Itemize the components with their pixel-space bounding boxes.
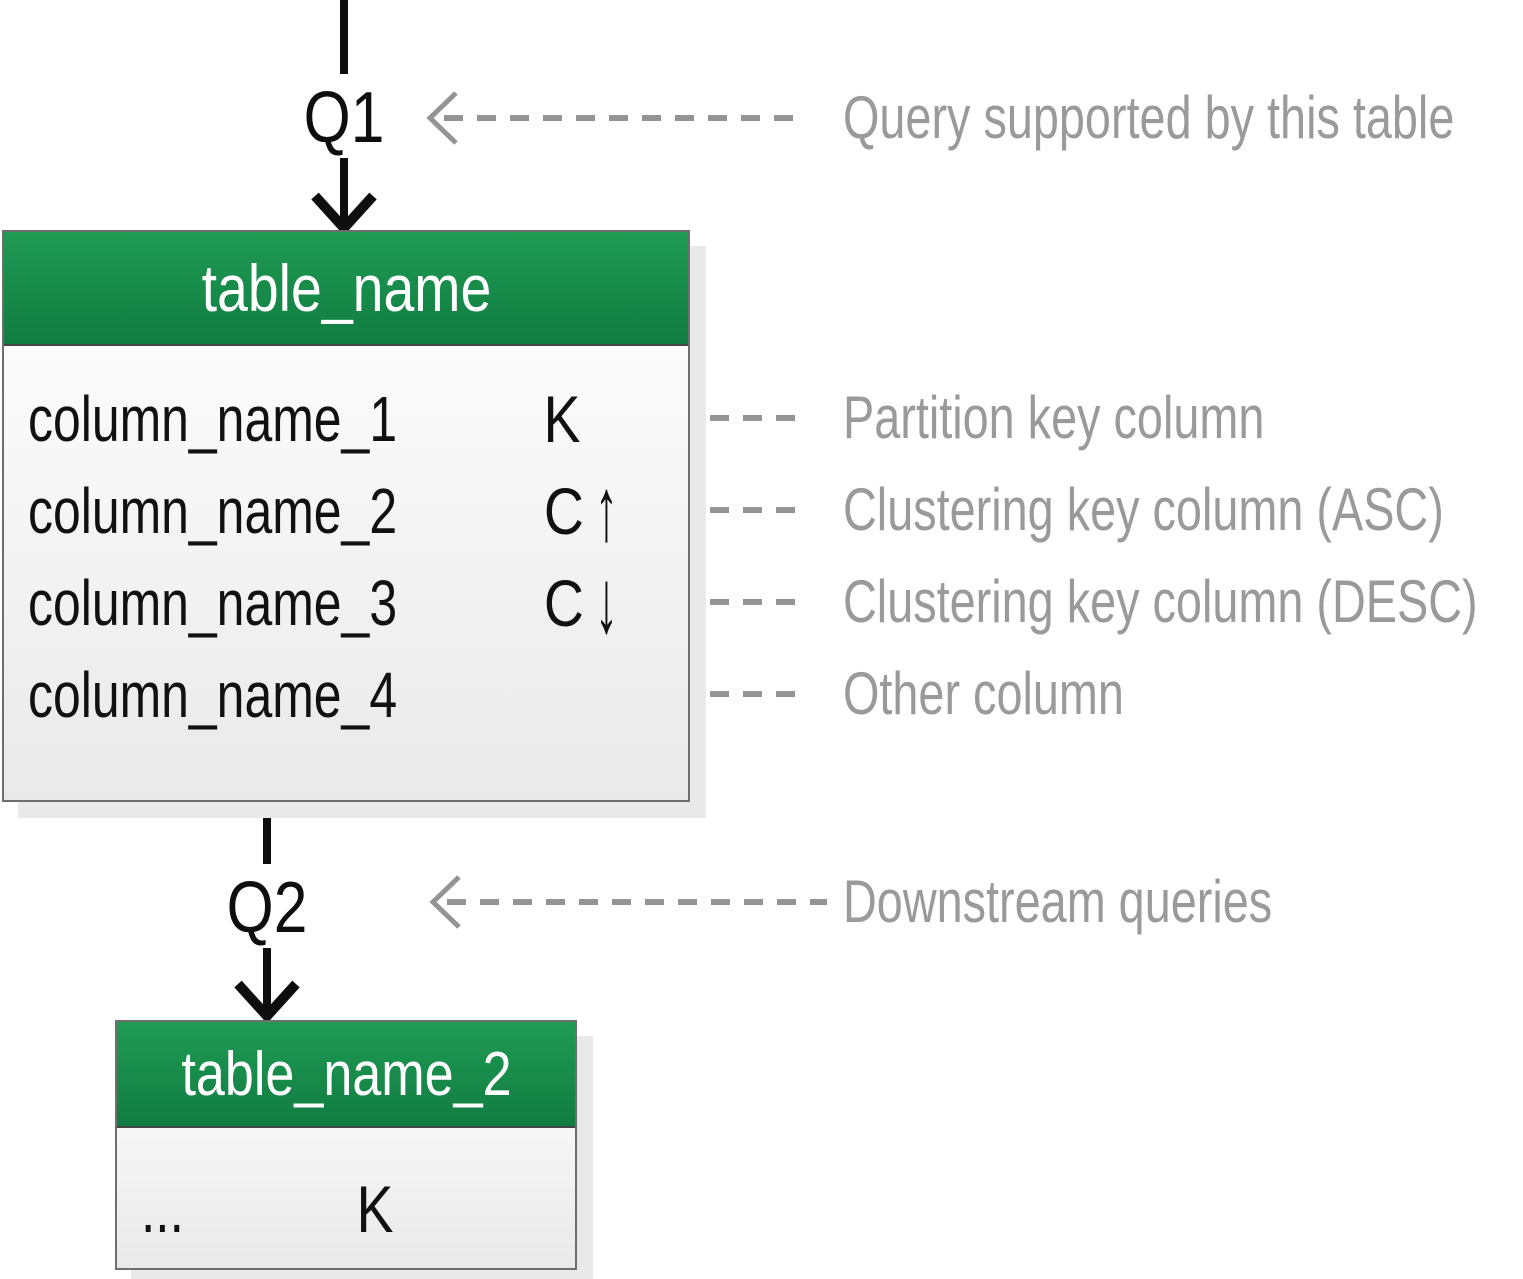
column-name: column_name_4	[28, 659, 398, 731]
column-name: column_name_1	[28, 383, 398, 455]
query-q2-label: Q2	[226, 868, 308, 948]
table-box-table-name-2: table_name_2 ... K	[115, 1020, 577, 1270]
table-name-2-title: table_name_2	[180, 1039, 512, 1109]
table-row: column_name_3 C ↓	[28, 550, 674, 652]
annotation-other-column: Other column	[843, 660, 1124, 727]
query-q1-label: Q1	[303, 78, 385, 158]
ellipsis-columns: ...	[141, 1172, 184, 1246]
table-row: column_name_2 C ↑	[28, 458, 674, 560]
annotation-downstream-queries: Downstream queries	[843, 868, 1273, 935]
column-name: column_name_2	[28, 475, 398, 547]
partition-key-marker: K	[543, 382, 581, 456]
annotation-arrow-q2	[429, 875, 827, 929]
column-name: column_name_3	[28, 567, 398, 639]
annotation-partition-key: Partition key column	[843, 384, 1265, 451]
clustering-key-desc-marker: C ↓	[543, 550, 618, 652]
partition-key-marker: K	[356, 1172, 394, 1246]
arrow-down-icon: ↓	[594, 550, 618, 652]
annotation-arrow-q1	[426, 91, 806, 145]
table-name-title: table_name	[201, 251, 491, 325]
arrow-up-icon: ↑	[594, 458, 618, 560]
q2-to-table2-arrow	[234, 948, 300, 1024]
annotation-clustering-desc: Clustering key column (DESC)	[843, 568, 1478, 635]
q1-to-table-arrow	[311, 158, 377, 236]
clustering-key-asc-marker: C ↑	[543, 458, 618, 560]
table-box-table-name: table_name column_name_1 K column_name_2…	[2, 230, 690, 802]
annotation-clustering-asc: Clustering key column (ASC)	[843, 476, 1444, 543]
table-name-header: table_name	[4, 232, 688, 346]
table-row: column_name_1 K	[28, 380, 674, 458]
annotation-query-supported: Query supported by this table	[843, 84, 1455, 151]
table-name-2-header: table_name_2	[117, 1022, 575, 1128]
table-row: column_name_4	[28, 656, 674, 734]
table-row: ... K	[141, 1170, 561, 1248]
